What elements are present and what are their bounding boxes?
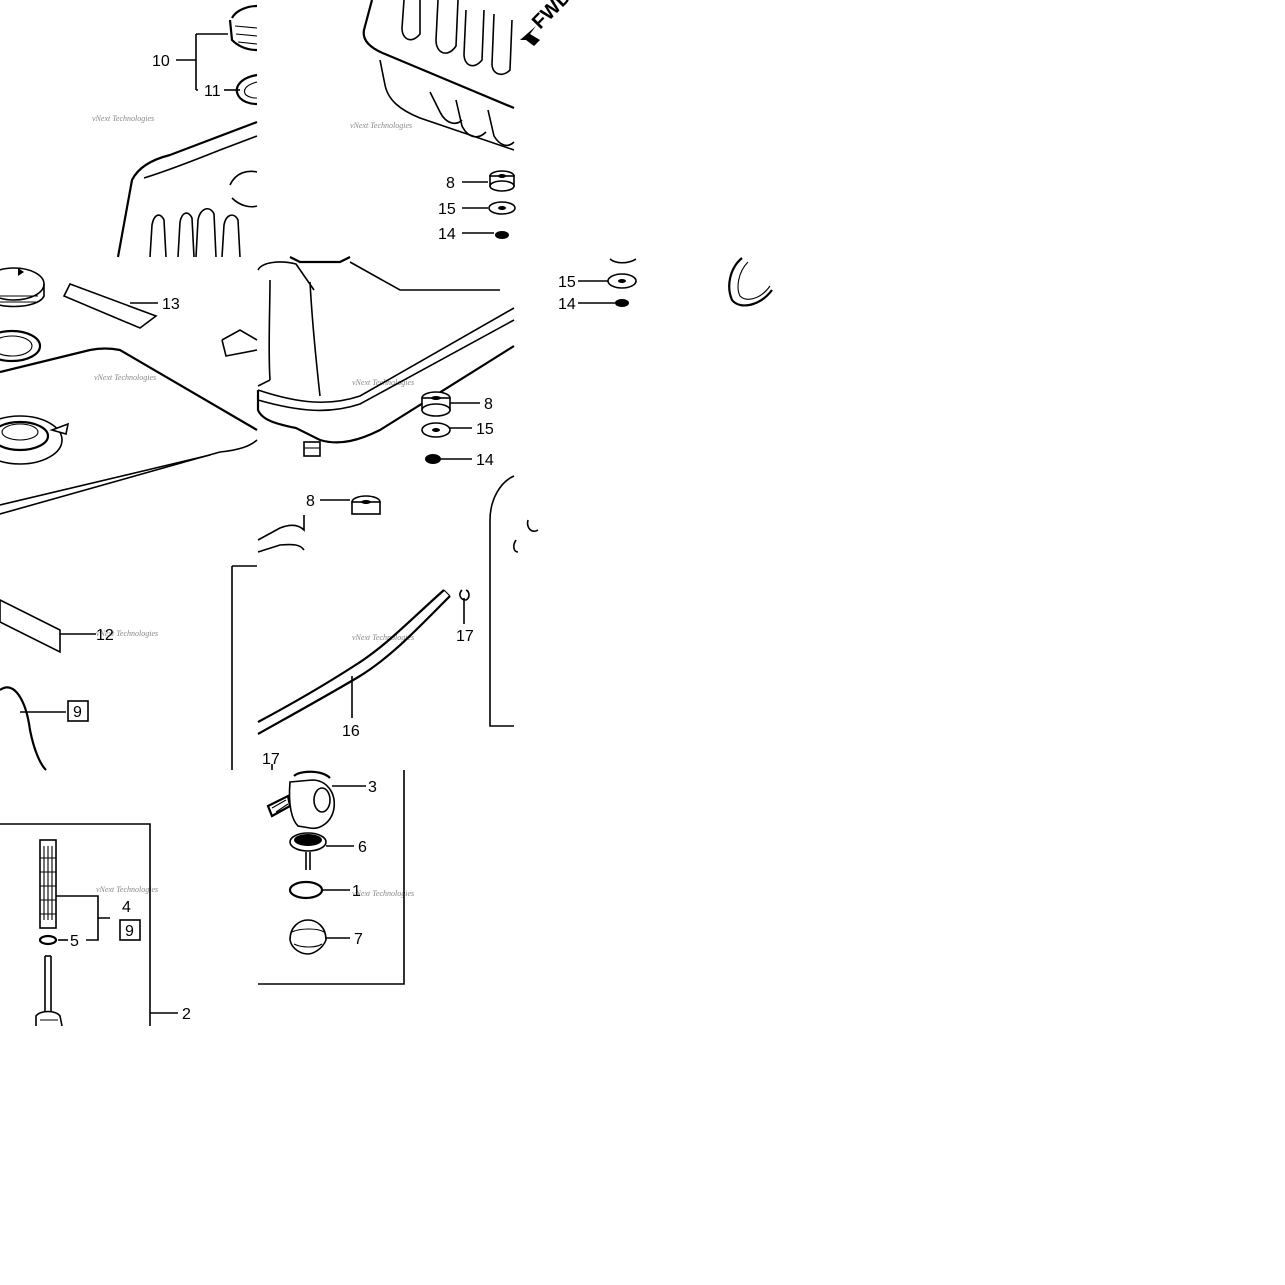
tile-mid-middle <box>256 256 515 464</box>
callout-5: 5 <box>70 933 79 950</box>
svg-text:6: 6 <box>358 839 367 856</box>
callout-12: 12 <box>96 627 114 644</box>
callout-10: 10 <box>152 53 170 70</box>
watermark-text: vNext Technologies <box>350 121 412 130</box>
svg-text:7: 7 <box>354 931 363 948</box>
tile-mid-left <box>0 267 258 515</box>
callout-7: 7 <box>354 931 363 948</box>
watermark-text: vNext Technologies <box>96 885 158 894</box>
svg-text:11: 11 <box>204 83 221 100</box>
forward-arrow-icon <box>520 26 540 46</box>
watermark-text: vNext Technologies <box>94 373 156 382</box>
svg-text:5: 5 <box>70 933 79 950</box>
callout-14: 14 <box>476 452 494 469</box>
callout-17: 17 <box>262 751 280 768</box>
tile-top-middle: FWD <box>362 0 576 239</box>
callout-15: 15 <box>438 201 456 218</box>
callout-15: 15 <box>476 421 494 438</box>
svg-text:15: 15 <box>438 201 456 218</box>
callout-9: 9 <box>125 923 134 940</box>
tile-bottom-left <box>0 823 178 1027</box>
callout-8: 8 <box>446 175 455 192</box>
tile-lower-middle <box>257 475 539 770</box>
callout-17: 17 <box>456 628 474 645</box>
svg-text:1: 1 <box>352 883 361 900</box>
callout-9: 9 <box>73 704 82 721</box>
callout-14: 14 <box>558 296 576 313</box>
svg-text:12: 12 <box>96 627 114 644</box>
callout-4: 4 <box>122 899 131 916</box>
svg-text:9: 9 <box>73 704 82 721</box>
svg-text:8: 8 <box>306 493 315 510</box>
tile-top-left <box>116 4 258 258</box>
watermark-text: vNext Technologies <box>352 889 414 898</box>
svg-text:14: 14 <box>558 296 576 313</box>
svg-text:2: 2 <box>182 1006 191 1023</box>
svg-text:4: 4 <box>122 899 131 916</box>
callout-16: 16 <box>342 723 360 740</box>
callout-13: 13 <box>162 296 180 313</box>
callout-6: 6 <box>358 839 367 856</box>
svg-text:8: 8 <box>484 396 493 413</box>
svg-text:16: 16 <box>342 723 360 740</box>
callout-8: 8 <box>306 493 315 510</box>
svg-text:9: 9 <box>125 923 134 940</box>
svg-text:14: 14 <box>438 226 456 243</box>
callout-2: 2 <box>182 1006 191 1023</box>
tile-bottom-middle <box>258 770 405 985</box>
callout-11: 11 <box>204 83 221 100</box>
svg-text:13: 13 <box>162 296 180 313</box>
svg-text:8: 8 <box>446 175 455 192</box>
svg-text:15: 15 <box>476 421 494 438</box>
callout-14: 14 <box>438 226 456 243</box>
watermark-text: vNext Technologies <box>352 633 414 642</box>
callout-1: 1 <box>352 883 361 900</box>
svg-text:14: 14 <box>476 452 494 469</box>
callout-8: 8 <box>484 396 493 413</box>
tile-mid-right <box>578 257 773 307</box>
watermark-text: vNext Technologies <box>96 629 158 638</box>
callout-3: 3 <box>368 779 377 796</box>
watermark-text: vNext Technologies <box>92 114 154 123</box>
svg-text:17: 17 <box>262 751 280 768</box>
direction-label: FWD <box>528 0 576 34</box>
tile-lower-left <box>0 495 381 771</box>
svg-text:3: 3 <box>368 779 377 796</box>
svg-text:17: 17 <box>456 628 474 645</box>
svg-text:10: 10 <box>152 53 170 70</box>
svg-text:15: 15 <box>558 274 576 291</box>
callout-15: 15 <box>558 274 576 291</box>
